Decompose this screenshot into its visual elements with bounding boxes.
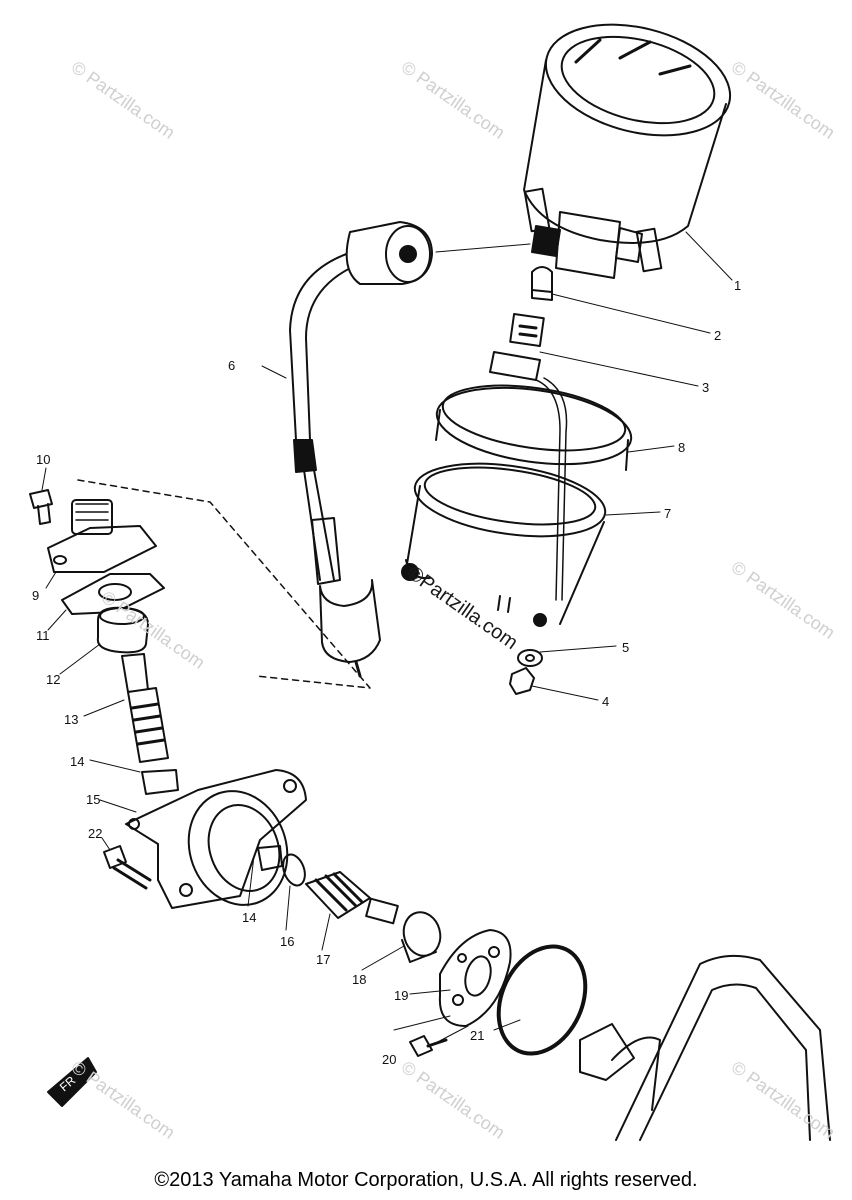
- callout-13: 13: [64, 712, 78, 727]
- drive-gear-shaft[interactable]: [121, 653, 169, 763]
- copyright-notice: ©2013 Yamaha Motor Corporation, U.S.A. A…: [154, 1169, 698, 1191]
- gear-housing-cover[interactable]: [47, 499, 157, 573]
- cushion-ring[interactable]: [432, 375, 636, 475]
- clutch-plate[interactable]: [438, 929, 512, 1027]
- callout-17: 17: [316, 952, 330, 967]
- callout-2: 2: [714, 328, 721, 343]
- meter-bracket[interactable]: [401, 453, 610, 627]
- callout-11: 11: [36, 628, 50, 643]
- o-ring[interactable]: [482, 932, 602, 1067]
- parts-diagram: © Partzilla.com © Partzilla.com © Partzi…: [29, 7, 839, 1143]
- watermark-text: © Partzilla.com: [728, 1057, 839, 1143]
- bulb-socket[interactable]: [489, 313, 568, 601]
- callout-20: 20: [382, 1052, 396, 1067]
- watermark-text: © Partzilla.com: [728, 557, 839, 643]
- oil-seal[interactable]: [96, 606, 149, 654]
- dashed-group-outline: [77, 479, 371, 689]
- callout-10: 10: [36, 452, 50, 467]
- callout-9: 9: [32, 588, 39, 603]
- housing-bolt[interactable]: [103, 845, 152, 890]
- cover-bolt[interactable]: [29, 489, 53, 525]
- callout-15: 15: [86, 792, 100, 807]
- washer[interactable]: [517, 649, 543, 667]
- watermark-center-text: ©Partzilla.com: [403, 562, 521, 654]
- callout-4: 4: [602, 694, 609, 709]
- speedometer-cable[interactable]: [289, 221, 433, 678]
- housing-washer[interactable]: [279, 852, 309, 889]
- callout-16: 16: [280, 934, 294, 949]
- callout-labels: 1 2 3 4 5 6 7 8 9 10 11 12 13 14 14 15 1…: [32, 278, 741, 1067]
- plate-screw[interactable]: [409, 1035, 448, 1057]
- callout-3: 3: [702, 380, 709, 395]
- callout-14: 14: [70, 754, 84, 769]
- nut[interactable]: [509, 667, 535, 695]
- gear-collar[interactable]: [399, 908, 445, 963]
- callout-21: 21: [470, 1028, 484, 1043]
- callout-12: 12: [46, 672, 60, 687]
- crankcase-cover: [579, 954, 831, 1141]
- driven-gear[interactable]: [305, 871, 399, 925]
- callout-5: 5: [622, 640, 629, 655]
- watermark-text: © Partzilla.com: [728, 57, 839, 143]
- callout-8: 8: [678, 440, 685, 455]
- front-arrow-icon: [47, 1057, 97, 1107]
- watermark-text: © Partzilla.com: [398, 1057, 509, 1143]
- watermark-text: © Partzilla.com: [68, 1057, 179, 1143]
- gear-unit-housing[interactable]: [125, 769, 307, 919]
- callout-14-lower: 14: [242, 910, 256, 925]
- callout-19: 19: [394, 988, 408, 1003]
- gasket[interactable]: [61, 573, 165, 615]
- callout-22: 22: [88, 826, 102, 841]
- watermark-text: © Partzilla.com: [68, 57, 179, 143]
- callout-6: 6: [228, 358, 235, 373]
- watermark-text: © Partzilla.com: [398, 57, 509, 143]
- callout-1: 1: [734, 278, 741, 293]
- callout-7: 7: [664, 506, 671, 521]
- bulb[interactable]: [531, 266, 553, 301]
- leader-lines: [41, 231, 733, 1047]
- callout-18: 18: [352, 972, 366, 987]
- speedometer-assembly[interactable]: [523, 7, 742, 279]
